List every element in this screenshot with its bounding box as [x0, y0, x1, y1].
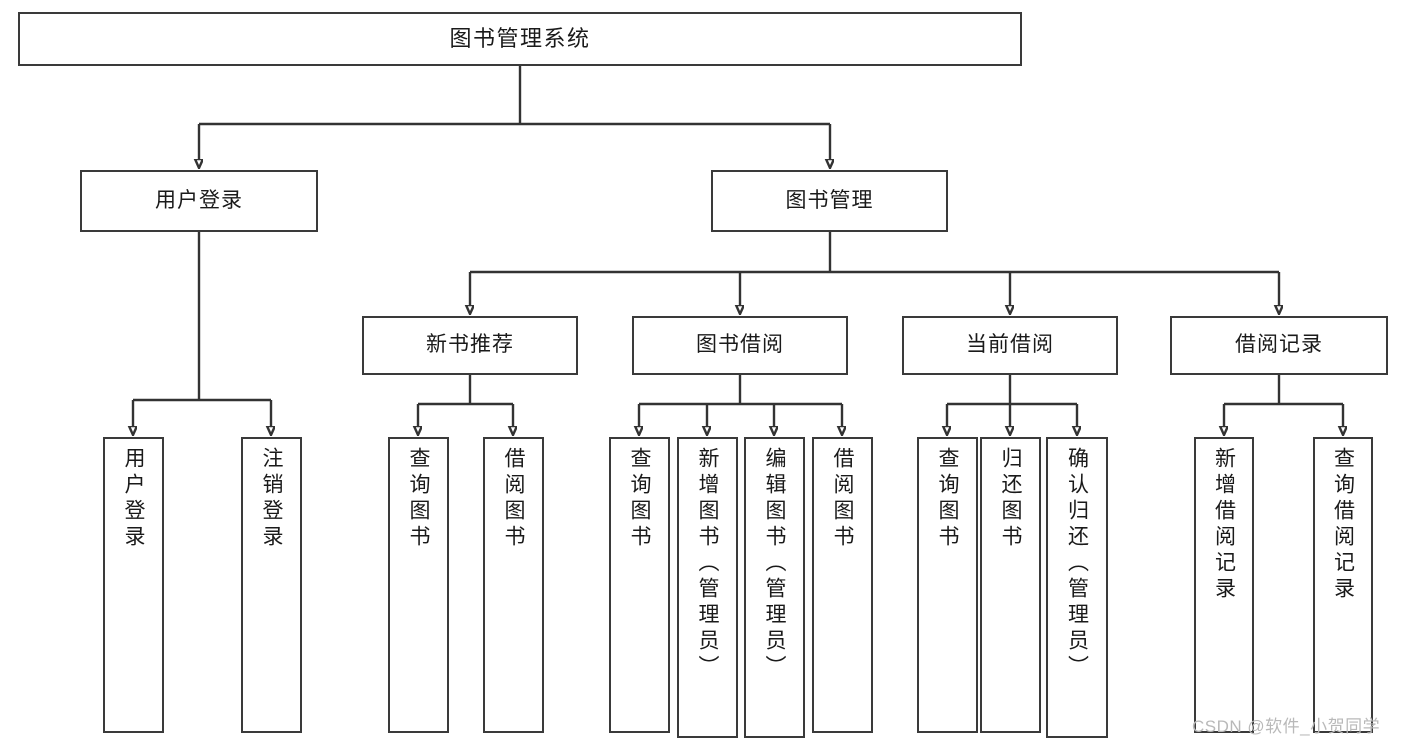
node-label: 当前借阅 — [966, 333, 1054, 357]
node-label: 借阅图书 — [502, 447, 525, 551]
node-current-borrow[interactable]: 当前借阅 — [902, 316, 1118, 375]
watermark-csdn: CSDN @软件_小贺同学 — [1192, 717, 1381, 736]
leaf-user-login-login[interactable]: 用户登录 — [103, 437, 164, 733]
leaf-borrow-add-book-admin[interactable]: 新增图书（管理员） — [677, 437, 738, 738]
leaf-borrow-edit-book-admin[interactable]: 编辑图书（管理员） — [744, 437, 805, 738]
leaf-current-query-book[interactable]: 查询图书 — [917, 437, 978, 733]
node-label: 图书管理 — [785, 188, 874, 212]
node-label: 新增图书（管理员） — [696, 447, 719, 681]
node-label: 查询图书 — [407, 447, 430, 551]
node-label: 编辑图书（管理员） — [763, 447, 786, 681]
leaf-recommend-query-book[interactable]: 查询图书 — [388, 437, 449, 733]
leaf-recommend-borrow-book[interactable]: 借阅图书 — [483, 437, 544, 733]
node-label: 图书借阅 — [696, 333, 784, 357]
node-label: 新书推荐 — [426, 333, 514, 357]
node-root-book-management-system[interactable]: 图书管理系统 — [18, 12, 1022, 66]
node-label: 确认归还（管理员） — [1065, 447, 1089, 681]
leaf-borrow-borrow-book[interactable]: 借阅图书 — [812, 437, 873, 733]
node-label: 查询借阅记录 — [1331, 447, 1355, 603]
leaf-user-login-logout[interactable]: 注销登录 — [241, 437, 302, 733]
leaf-record-query-record[interactable]: 查询借阅记录 — [1313, 437, 1373, 733]
leaf-current-return-book[interactable]: 归还图书 — [980, 437, 1041, 733]
node-label: 归还图书 — [999, 447, 1022, 551]
leaf-borrow-query-book[interactable]: 查询图书 — [609, 437, 670, 733]
node-label: 新增借阅记录 — [1212, 447, 1236, 603]
node-label: 借阅记录 — [1235, 333, 1323, 357]
leaf-record-add-record[interactable]: 新增借阅记录 — [1194, 437, 1254, 733]
node-book-borrow[interactable]: 图书借阅 — [632, 316, 848, 375]
node-label: 用户登录 — [155, 188, 243, 212]
node-user-login[interactable]: 用户登录 — [80, 170, 318, 232]
node-label: 借阅图书 — [831, 447, 854, 551]
node-label: 注销登录 — [260, 447, 283, 551]
leaf-current-confirm-return-admin[interactable]: 确认归还（管理员） — [1046, 437, 1108, 738]
node-label: 图书管理系统 — [449, 26, 591, 52]
node-label: 查询图书 — [936, 447, 959, 551]
node-label: 用户登录 — [122, 447, 145, 551]
node-label: 查询图书 — [628, 447, 651, 551]
node-borrow-record[interactable]: 借阅记录 — [1170, 316, 1388, 375]
node-new-book-recommend[interactable]: 新书推荐 — [362, 316, 578, 375]
node-book-management[interactable]: 图书管理 — [711, 170, 948, 232]
